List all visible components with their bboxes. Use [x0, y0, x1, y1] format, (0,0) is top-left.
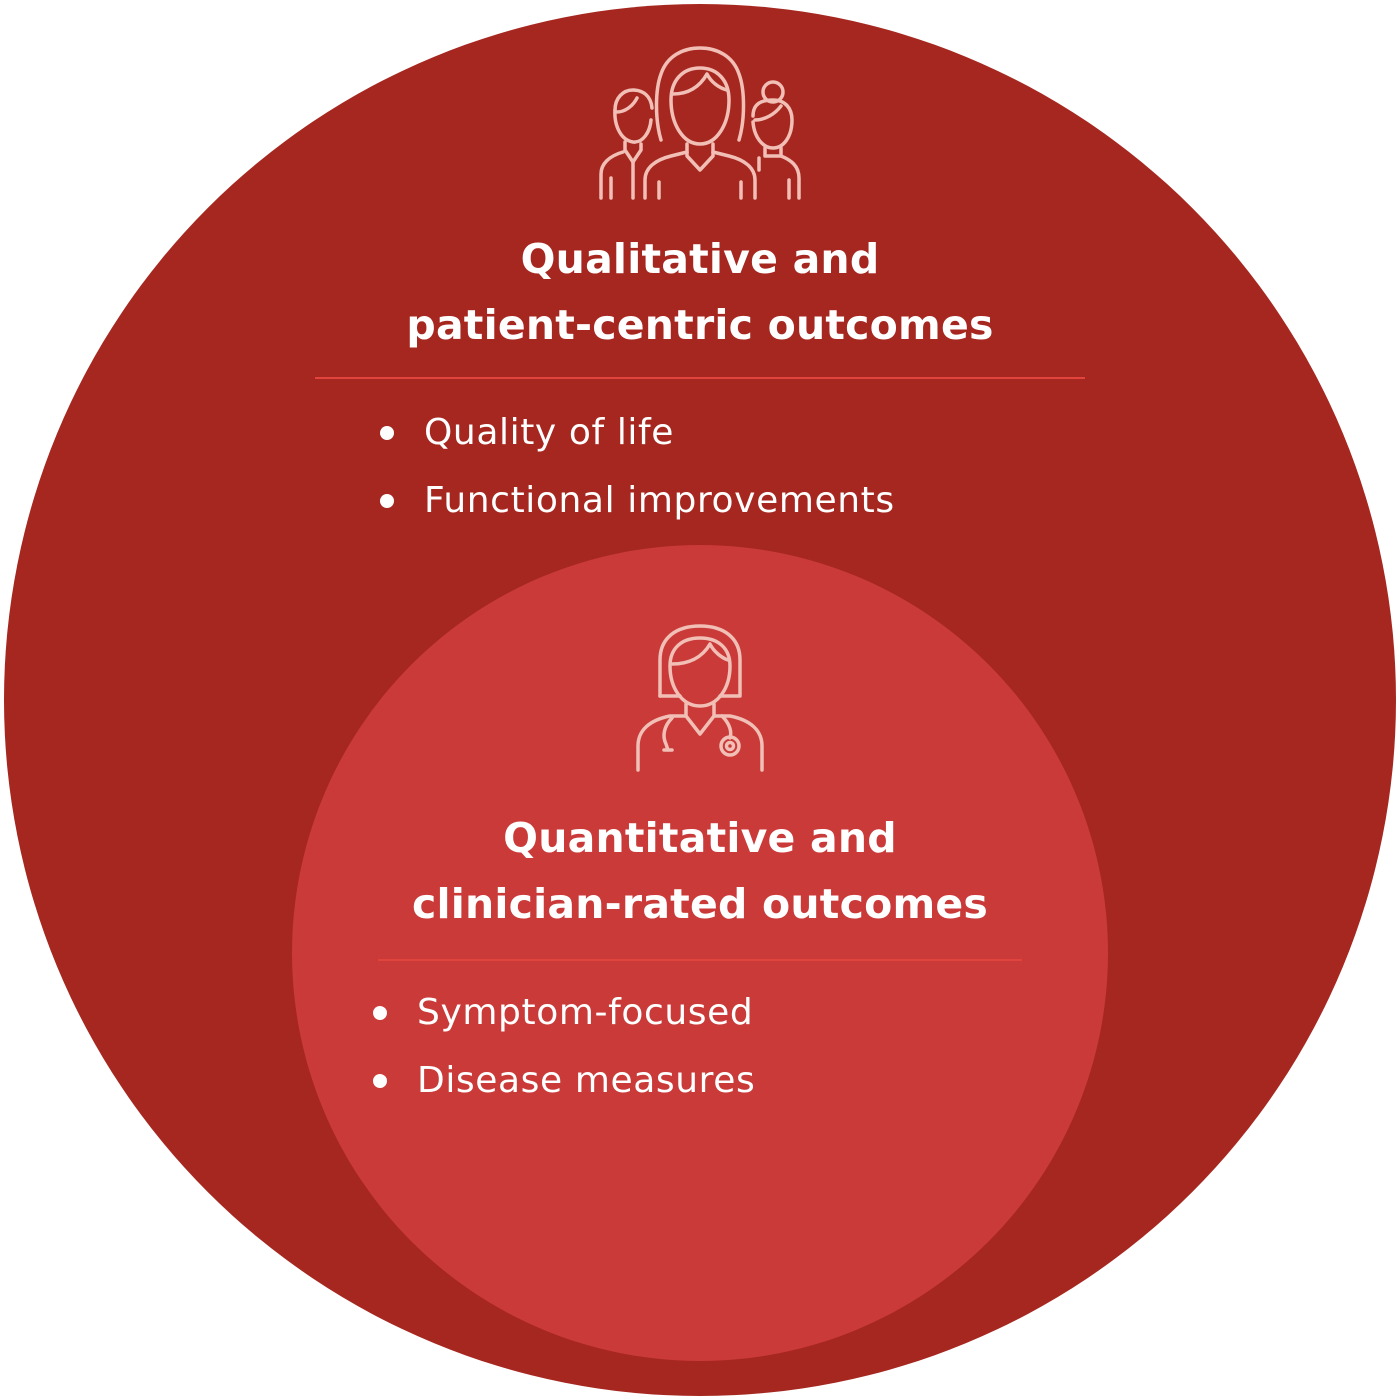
outer-heading-line-1: Qualitative and: [520, 235, 880, 283]
inner-circle: [292, 545, 1108, 1361]
inner-divider: [378, 959, 1022, 961]
inner-heading-line-1: Quantitative and: [503, 814, 897, 862]
bullet-text: Quality of life: [424, 412, 675, 453]
inner-heading-line-2: clinician-rated outcomes: [412, 880, 988, 928]
list-item: Disease measures: [371, 1047, 755, 1115]
inner-heading: Quantitative and clinician-rated outcome…: [0, 805, 1400, 937]
patient-group-icon: [595, 40, 805, 205]
list-item: Quality of life: [378, 399, 895, 467]
bullet-text: Disease measures: [417, 1060, 756, 1101]
bullet-dot: [373, 1074, 387, 1088]
bullet-dot: [380, 494, 394, 508]
list-item: Symptom-focused: [371, 979, 755, 1047]
bullet-dot: [380, 426, 394, 440]
inner-bullet-list: Symptom-focused Disease measures: [371, 979, 755, 1115]
outer-heading: Qualitative and patient-centric outcomes: [0, 226, 1400, 358]
bullet-dot: [373, 1006, 387, 1020]
outer-heading-line-2: patient-centric outcomes: [406, 301, 994, 349]
bullet-text: Symptom-focused: [417, 992, 754, 1033]
bullet-text: Functional improvements: [424, 480, 895, 521]
outer-divider: [315, 377, 1085, 379]
outer-bullet-list: Quality of life Functional improvements: [378, 399, 895, 535]
clinician-icon: [632, 620, 768, 775]
list-item: Functional improvements: [378, 467, 895, 535]
